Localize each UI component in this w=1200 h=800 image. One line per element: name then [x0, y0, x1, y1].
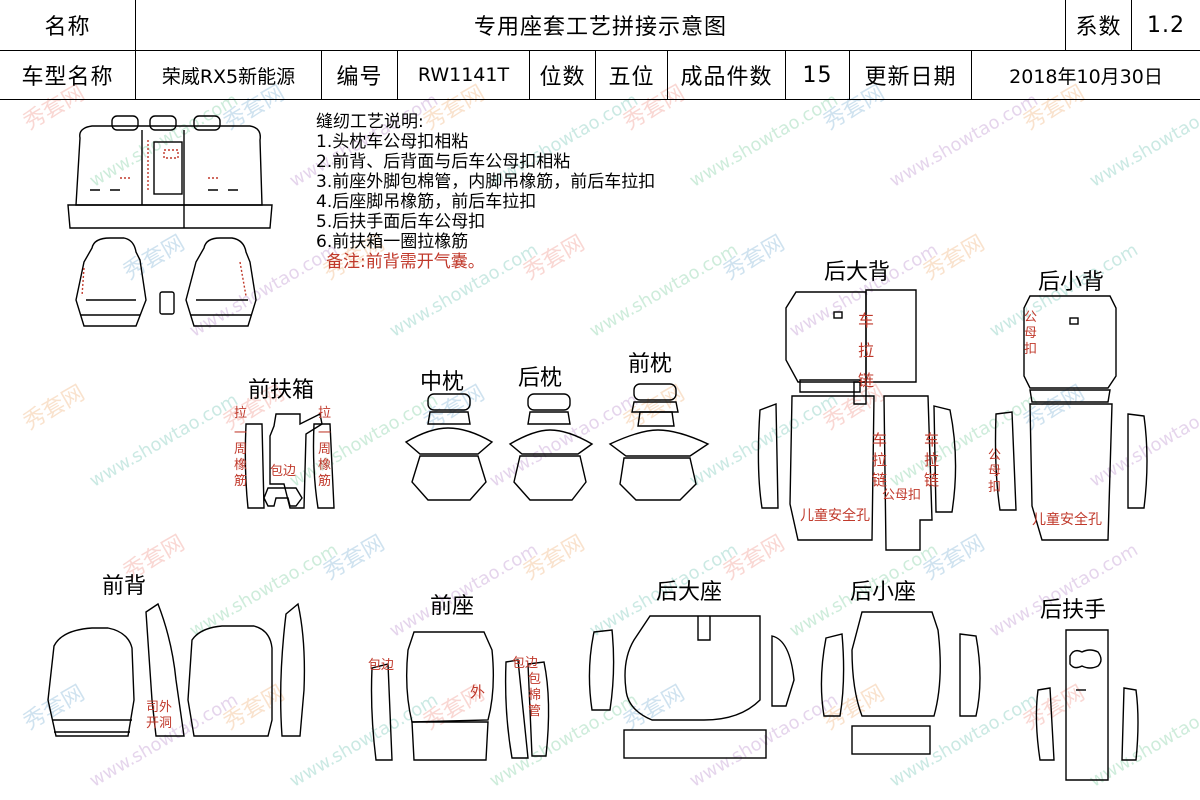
- seats-value: 五位: [596, 51, 668, 99]
- annotation-zipper-left: 车拉链: [872, 431, 888, 489]
- date-label: 更新日期: [850, 51, 972, 99]
- front-seat-parts: [370, 631, 550, 761]
- note-item-5: 5.后扶手面后车公母扣: [316, 212, 486, 232]
- annotation-buckle-join: 公母扣: [882, 488, 922, 503]
- annotation-zipper-right: 车拉链: [924, 431, 940, 489]
- note-item-6: 6.前扶箱一圈拉橡筋: [316, 232, 469, 252]
- annotation-wrap-edge-seat-right: 包边: [512, 656, 539, 671]
- coef-label: 系数: [1066, 0, 1132, 50]
- code-label: 编号: [322, 51, 398, 99]
- annotation-elastic-left: 一周橡筋: [234, 426, 248, 489]
- annotation-wrap-edge-box: 包边: [270, 464, 297, 479]
- armrest-box-parts: [244, 412, 335, 509]
- code-value: RW1141T: [398, 51, 530, 99]
- model-label: 车型名称: [0, 51, 136, 99]
- annotation-cotton-tube: 包棉管: [528, 672, 542, 719]
- overview-front-seats: [75, 237, 257, 327]
- annotation-zipper-top: 车拉链: [858, 311, 875, 390]
- annotation-buckle-side: 公母扣: [988, 448, 1002, 495]
- annotation-child-hole-right: 儿童安全孔: [1032, 512, 1102, 528]
- part-label-rear-big-seat: 后大座: [656, 580, 723, 605]
- rear-big-seat-parts: [588, 615, 795, 759]
- overview-rear-bench: [67, 115, 273, 229]
- model-value: 荣威RX5新能源: [136, 51, 322, 99]
- annotation-wrap-edge-seat-left: 包边: [368, 658, 395, 673]
- sewing-notes: 缝纫工艺说明: 1.头枕车公母扣相粘 2.前背、后背面与后车公母扣相粘 3.前座…: [316, 112, 655, 272]
- part-label-rear-armrest: 后扶手: [1040, 598, 1107, 623]
- front-back-parts: [47, 602, 306, 737]
- part-label-front-armrest-box: 前扶箱: [248, 378, 315, 403]
- rear-small-back-parts: [994, 295, 1148, 541]
- annotation-pull-left: 拉: [234, 406, 248, 421]
- front-pillow-parts: [608, 383, 710, 501]
- annotation-outer: 外: [470, 683, 486, 701]
- part-label-rear-small-seat: 后小座: [850, 580, 917, 605]
- date-value: 2018年10月30日: [1009, 65, 1163, 88]
- middle-pillow-parts: [404, 393, 494, 501]
- rear-pillow-parts: [508, 393, 594, 501]
- header-row-2: 车型名称 荣威RX5新能源 编号 RW1141T 位数 五位 成品件数 15 更…: [0, 50, 1200, 100]
- note-item-3: 3.前座外脚包棉管，内脚吊橡筋，前后车拉扣: [316, 172, 656, 192]
- note-item-2: 2.前背、后背面与后车公母扣相粘: [316, 152, 571, 172]
- part-label-front-pillow: 前枕: [628, 352, 673, 377]
- rear-big-back-parts: [757, 289, 957, 551]
- annotation-buckle-top: 公母扣: [1024, 310, 1038, 357]
- pieces-label: 成品件数: [668, 51, 786, 99]
- note-item-1: 1.头枕车公母扣相粘: [316, 132, 469, 152]
- rear-armrest-parts: [1035, 629, 1139, 781]
- part-label-rear-pillow: 后枕: [518, 366, 563, 391]
- coef-value: 1.2: [1147, 12, 1185, 38]
- part-label-rear-small-back: 后小背: [1038, 270, 1105, 295]
- annotation-elastic-right: 一周橡筋: [318, 426, 332, 489]
- notes-remark: 备注:前背需开气囊。: [326, 252, 485, 272]
- annotation-open-hole: 司外开洞: [146, 700, 173, 731]
- annotation-child-hole-left: 儿童安全孔: [800, 508, 870, 524]
- name-label: 名称: [0, 0, 136, 50]
- note-item-4: 4.后座脚吊橡筋，前后车拉扣: [316, 192, 537, 212]
- part-label-front-seat: 前座: [430, 594, 475, 619]
- sheet-title: 专用座套工艺拼接示意图: [136, 0, 1066, 50]
- rear-small-seat-parts: [820, 611, 981, 755]
- part-label-front-back: 前背: [102, 574, 147, 599]
- header-row-1: 名称 专用座套工艺拼接示意图 系数 1.2: [0, 0, 1200, 51]
- pieces-value: 15: [786, 51, 850, 99]
- notes-title: 缝纫工艺说明:: [316, 112, 424, 132]
- annotation-pull-right: 拉: [318, 406, 332, 421]
- part-label-middle-pillow: 中枕: [420, 370, 465, 395]
- part-label-rear-big-back: 后大背: [824, 260, 891, 285]
- seats-label: 位数: [530, 51, 596, 99]
